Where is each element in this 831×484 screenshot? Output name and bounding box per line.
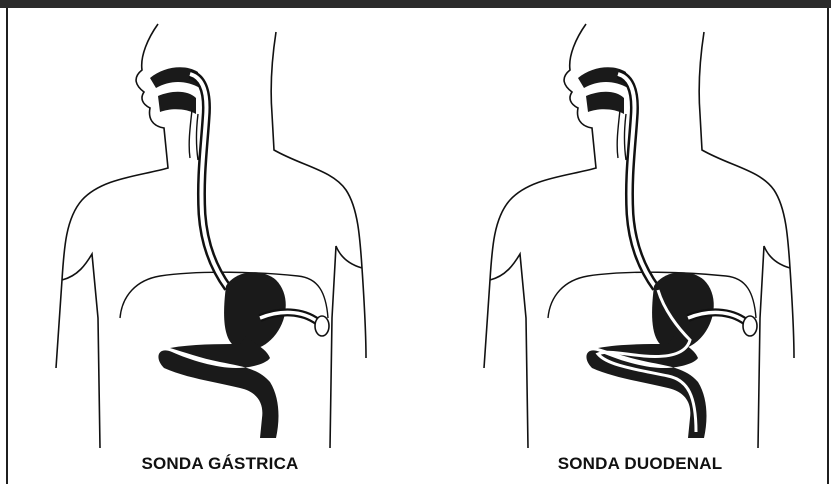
gastric-tube-illustration xyxy=(40,18,400,448)
tube-end-connector xyxy=(315,316,329,336)
caption-duodenal: SONDA DUODENAL xyxy=(480,454,800,478)
gastric-diagram xyxy=(40,18,400,448)
body-outline-left xyxy=(56,24,168,448)
body-outline-right xyxy=(271,32,366,448)
caption-gastric: SONDA GÁSTRICA xyxy=(60,454,380,478)
small-intestine xyxy=(158,336,278,438)
left-border-line xyxy=(6,8,8,484)
body-outline-left xyxy=(484,24,596,448)
duodenal-tube-illustration xyxy=(468,18,828,448)
pharynx-lines xyxy=(189,110,198,160)
body-outline-right xyxy=(699,32,794,448)
duodenal-diagram xyxy=(468,18,828,448)
oral-cavity xyxy=(158,92,196,114)
pharynx-lines xyxy=(617,110,626,160)
oral-cavity xyxy=(586,92,624,114)
top-border-bar xyxy=(0,0,831,8)
tube-end-connector xyxy=(743,316,757,336)
